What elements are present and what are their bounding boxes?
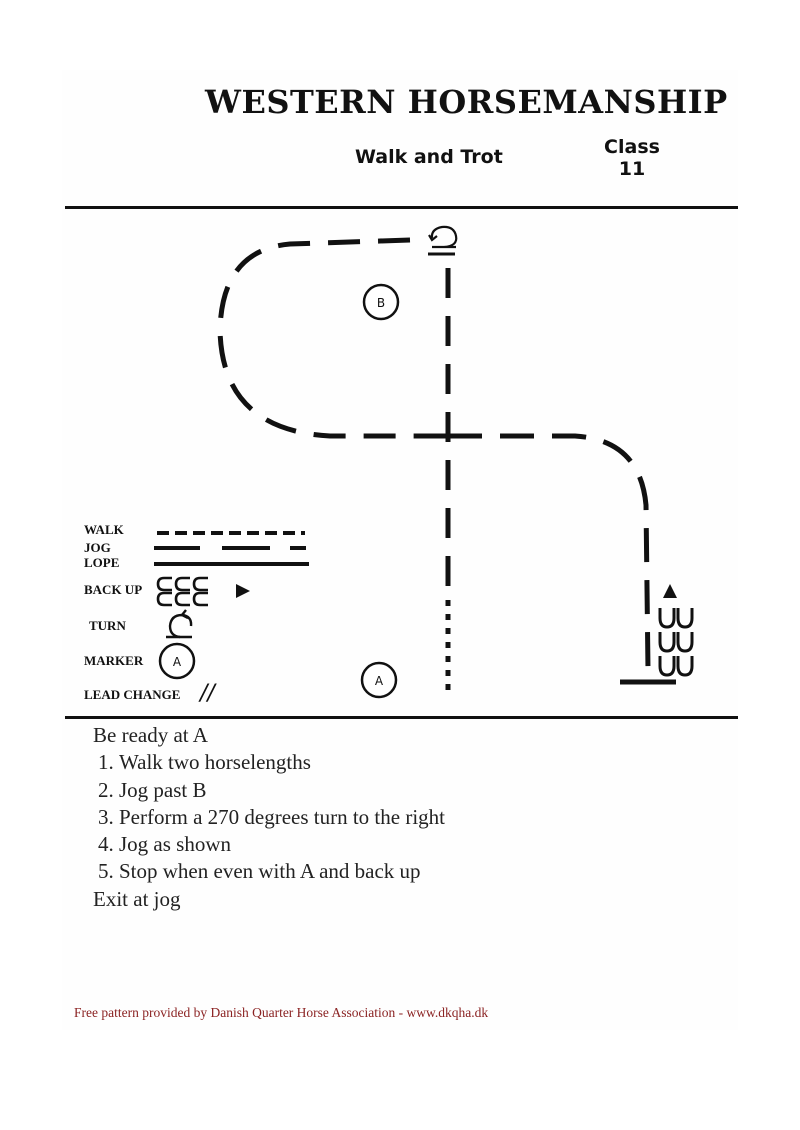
legend-marker-example: A [173,655,182,669]
legend-lope-label: LOPE [84,555,120,570]
instruction-step: Jog as shown [119,831,445,858]
back-up-arrow [663,584,677,598]
pattern-subtitle: Walk and Trot [355,146,503,168]
class-label: Class [604,136,660,158]
marker-a: A [360,661,398,699]
page-title: WESTERN HORSEMANSHIP [205,83,728,121]
instructions-outro: Exit at jog [93,886,181,911]
instruction-step: Stop when even with A and back up [119,858,445,885]
instructions-intro: Be ready at A [93,723,208,747]
header-divider [65,206,738,209]
pattern-instructions: Be ready at A Walk two horselengths Jog … [93,722,445,913]
footer-credit: Free pattern provided by Danish Quarter … [74,1005,489,1020]
diagram-divider [65,716,738,719]
marker-b: B [362,283,400,321]
turn-loop-path [217,237,448,439]
legend-marker-symbol: A [158,642,196,680]
jog-path-right [448,433,651,671]
instruction-step: Jog past B [119,777,445,804]
legend-turn-label: TURN [89,618,126,633]
marker-a-label: A [375,674,384,688]
class-indicator: Class 11 [598,136,666,180]
legend-turn-symbol [166,609,193,639]
instruction-step: Walk two horselengths [119,749,445,776]
legend-back-up-arrow [236,584,250,598]
legend-back-up-symbol [156,576,208,607]
legend-back-up-label: BACK UP [84,582,143,597]
legend-lead-change-symbol: // [198,681,217,706]
instruction-step: Perform a 270 degrees turn to the right [119,804,445,831]
marker-b-label: B [377,296,385,310]
turn-symbol-top [428,225,458,249]
instructions-steps: Walk two horselengths Jog past B Perform… [93,749,445,885]
legend-walk-label: WALK [84,522,124,537]
legend-jog-label: JOG [84,540,111,555]
legend-marker-label: MARKER [84,653,144,668]
class-number: 11 [618,158,646,180]
legend-lead-change-label: LEAD CHANGE [84,687,181,702]
back-up-symbols [658,608,694,677]
